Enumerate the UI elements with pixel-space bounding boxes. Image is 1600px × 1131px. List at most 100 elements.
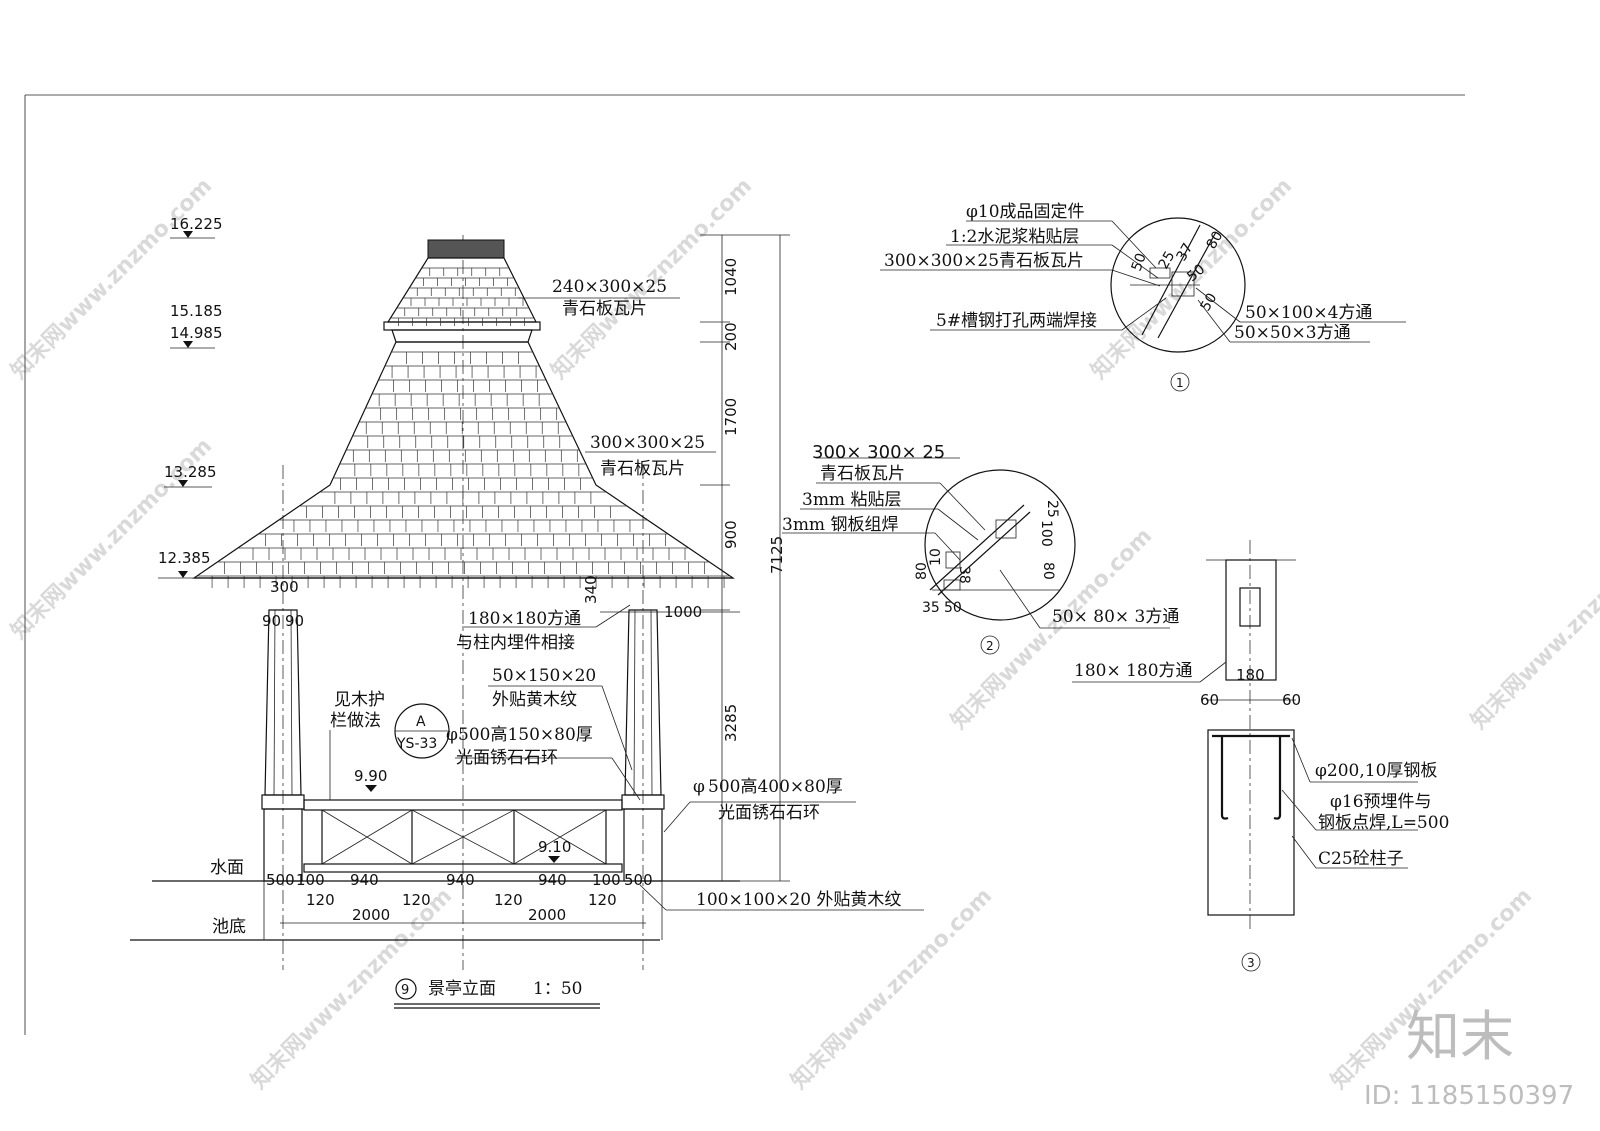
annotation-text: 180× 180方通 <box>1074 661 1193 681</box>
level-text: 13.285 <box>164 463 217 481</box>
dim-text: 80 <box>1204 229 1227 252</box>
dim-text: 60 <box>1200 691 1219 709</box>
dim-text: 120 <box>402 891 431 909</box>
title-number: 9 <box>401 983 409 998</box>
pavilion-elevation: 16.225 15.185 14.985 13.285 12.385 <box>130 215 924 1009</box>
roof-cap <box>427 239 505 259</box>
detail-callout[interactable]: A YS-33 <box>394 703 450 759</box>
annotation-text: φ16预埋件与 <box>1330 792 1432 812</box>
dim-text: 90 <box>285 612 304 630</box>
dim-text: 1000 <box>664 603 702 621</box>
annotation-text: 300×300×25 <box>590 433 705 453</box>
dim-text: 940 <box>538 871 567 889</box>
detail-3: 180 60 60 180× 180方通 φ200,10厚钢板 φ16预埋件与 … <box>1072 540 1449 972</box>
annotation-text: 50× 80× 3方通 <box>1052 607 1179 627</box>
dim-text: 120 <box>306 891 335 909</box>
annotation-text: 1:2水泥浆粘贴层 <box>950 227 1079 247</box>
annotation-text: 50×100×4方通 <box>1245 303 1372 323</box>
detail-number: 1 <box>1176 376 1184 390</box>
wood-railing <box>303 799 623 873</box>
annotation-text: 50×150×20 <box>492 666 596 686</box>
dim-text: 1040 <box>722 258 740 296</box>
water-surface-label: 水面 <box>210 858 244 878</box>
dim-text: 200 <box>722 322 740 351</box>
dim-text: 100 <box>1038 520 1054 547</box>
dim-text: 90 <box>262 612 281 630</box>
callout-letter: A <box>416 714 426 730</box>
annotation-text: 与柱内埋件相接 <box>456 633 575 653</box>
dim-text: 80 <box>1040 562 1056 580</box>
annotation-text: 光面锈石石环 <box>456 748 558 768</box>
level-markers: 16.225 15.185 14.985 13.285 12.385 <box>158 215 223 579</box>
dim-text: 2000 <box>528 906 566 924</box>
level-text: 12.385 <box>158 549 211 567</box>
level-marker: 13.285 <box>164 463 217 488</box>
detail-1: 50 25 37 80 50 50 φ10成品固定件 1:2水泥浆粘贴层 300… <box>880 202 1406 392</box>
dim-text: 10 <box>928 548 944 566</box>
watermark-text: 知末网www.znzmo.com <box>1466 523 1600 734</box>
annotation-text: 300× 300× 25 <box>812 442 945 463</box>
title-text: 景亭立面 <box>428 979 496 999</box>
annotation-text: 240×300×25 <box>552 277 667 297</box>
dim-text: 120 <box>494 891 523 909</box>
annotation-text: φ200,10厚钢板 <box>1315 761 1437 781</box>
annotation-text: 100×100×20 外贴黄木纹 <box>696 890 901 910</box>
annotation-text: 青石板瓦片 <box>562 299 647 319</box>
dim-text: 50 <box>944 600 962 616</box>
title-scale: 1：50 <box>533 979 582 999</box>
brand-logo: 知末 <box>1406 1005 1514 1068</box>
callout-ref: YS-33 <box>396 736 437 752</box>
annotation-text: φ <box>693 777 705 797</box>
annotation-text: 3mm 粘贴层 <box>802 490 901 510</box>
annotation-text: φ10成品固定件 <box>966 202 1085 222</box>
detail-number: 3 <box>1247 956 1255 970</box>
level-text: 15.185 <box>170 302 223 320</box>
dim-text: 300 <box>270 578 299 596</box>
annotation-text: 3mm 钢板组焊 <box>782 515 898 535</box>
dim-text: 120 <box>588 891 617 909</box>
detail-number: 2 <box>986 639 994 653</box>
level-marker: 16.225 <box>170 215 223 239</box>
level-marker: 15.185 <box>170 302 223 320</box>
rail-level-text: 9.90 <box>354 767 387 785</box>
dim-text: 940 <box>446 871 475 889</box>
pool-bottom-label: 池底 <box>212 917 246 937</box>
annotation-text: 栏做法 <box>330 711 381 731</box>
upper-roof <box>386 257 537 323</box>
annotation-text: 500高150×80厚 <box>458 725 593 745</box>
dim-text: 37 <box>1174 241 1197 264</box>
dim-text: 940 <box>350 871 379 889</box>
image-id: ID: 1185150397 <box>1364 1081 1574 1111</box>
watermark-text: 知末网www.znzmo.com <box>6 173 217 384</box>
watermark-text: 知末网www.znzmo.com <box>946 523 1157 734</box>
annotation-text: 500高400×80厚 <box>708 777 843 797</box>
floor-level-text: 9.10 <box>538 838 571 856</box>
dim-text: 1700 <box>722 398 740 436</box>
annotation-text: 50×50×3方通 <box>1234 323 1351 343</box>
annotation-text: 青石板瓦片 <box>600 459 685 479</box>
annotation-text: 钢板点焊,L=500 <box>1318 813 1449 833</box>
roof-neck <box>391 329 533 343</box>
dim-text: 35 <box>922 600 940 616</box>
dim-text: 180 <box>1236 666 1265 684</box>
dim-text: 50 <box>1129 251 1150 273</box>
annotation-text: 见木护 <box>334 690 385 710</box>
annotation-text: φ <box>446 725 458 745</box>
level-text: 16.225 <box>170 215 223 233</box>
dim-text: 340 <box>582 575 600 604</box>
dim-text: 25 <box>1044 500 1060 518</box>
annotation-text: 青石板瓦片 <box>820 464 905 484</box>
dim-text: 7125 <box>768 536 786 574</box>
level-text: 14.985 <box>170 324 223 342</box>
dim-text: 38 <box>956 566 972 584</box>
vertical-dimensions: 1040 200 1700 900 7125 340 1000 3285 <box>582 234 790 882</box>
annotation-text: 外贴黄木纹 <box>492 690 577 710</box>
dim-text: 100 <box>592 871 621 889</box>
dim-text: 50 <box>1198 291 1221 314</box>
annotation-text: 180×180方通 <box>468 609 581 629</box>
dim-text: 25 <box>1156 249 1179 272</box>
elevation-title: 9 景亭立面 1：50 <box>394 978 600 1009</box>
dim-text: 900 <box>722 520 740 549</box>
dim-text: 100 <box>296 871 325 889</box>
